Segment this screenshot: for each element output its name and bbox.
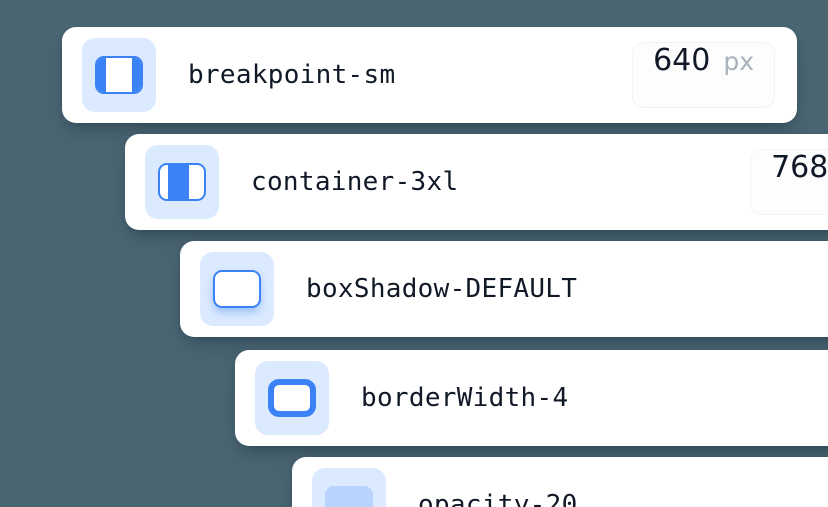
token-label: container-3xl — [251, 167, 459, 197]
token-label: breakpoint-sm — [188, 60, 396, 90]
breakpoint-icon — [95, 56, 143, 94]
token-label: opacity-20 — [418, 490, 578, 507]
token-value-box[interactable]: 768 px — [750, 149, 828, 215]
token-card-boxshadow-default[interactable]: boxShadow-DEFAULT — [180, 241, 828, 337]
token-card-container-3xl[interactable]: container-3xl 768 px — [125, 134, 828, 230]
icon-badge — [145, 145, 219, 219]
token-label: boxShadow-DEFAULT — [306, 274, 578, 304]
token-unit: px — [723, 47, 754, 76]
icon-badge — [255, 361, 329, 435]
icon-badge — [200, 252, 274, 326]
token-label: borderWidth-4 — [361, 383, 569, 413]
token-value: 768 — [771, 150, 828, 185]
container-icon — [158, 163, 206, 201]
token-card-borderwidth-4[interactable]: borderWidth-4 4 px — [235, 350, 828, 446]
token-value: 640 — [653, 43, 711, 78]
border-width-icon — [268, 379, 316, 417]
token-value-box[interactable]: 640 px — [632, 42, 775, 108]
box-shadow-icon — [213, 270, 261, 308]
icon-badge — [312, 468, 386, 507]
token-card-breakpoint-sm[interactable]: breakpoint-sm 640 px — [62, 27, 797, 123]
token-card-opacity-20[interactable]: opacity-20 — [292, 457, 828, 507]
opacity-icon — [325, 486, 373, 507]
icon-badge — [82, 38, 156, 112]
